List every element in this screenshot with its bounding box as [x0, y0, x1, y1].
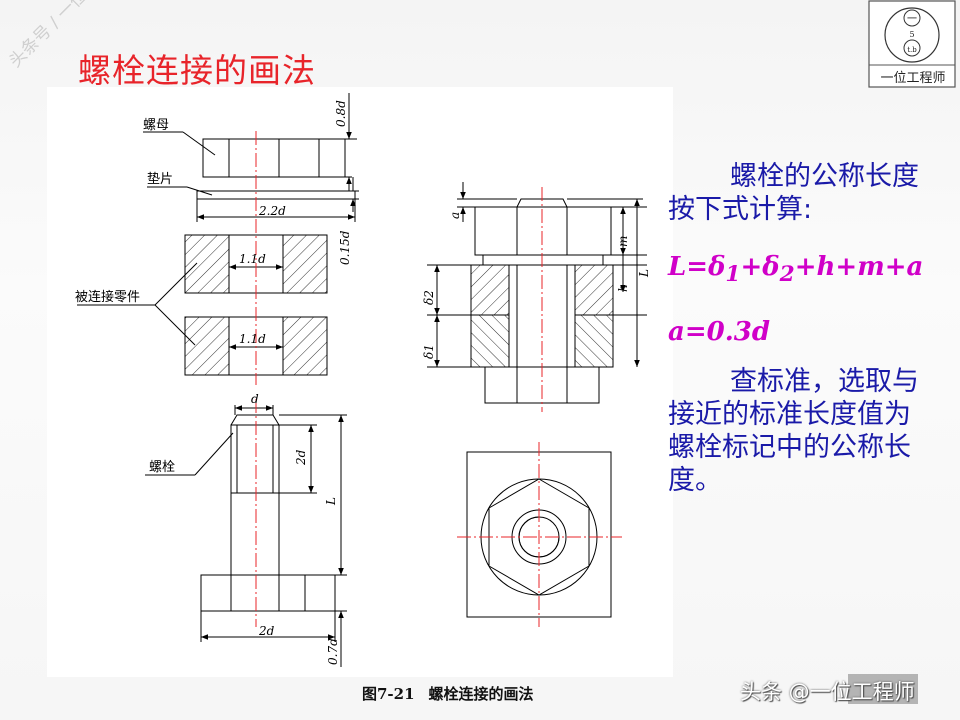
- explanation-panel: 螺栓的公称长度按下式计算: L=δ1+δ2+h+m+a a=0.3d 查标准，选…: [668, 160, 933, 497]
- page-title: 螺栓连接的画法: [78, 51, 316, 90]
- a-formula: a=0.3d: [668, 317, 771, 348]
- label-bolt: 螺栓: [149, 460, 175, 475]
- washer: [196, 190, 356, 200]
- logo-seal-mid: 5: [909, 30, 914, 39]
- figure-caption: 图7-21 螺栓连接的画法: [362, 683, 534, 704]
- label-washer: 垫片: [147, 171, 173, 187]
- caption-number: 图7-21: [362, 685, 415, 703]
- dim-2d-thread: 2d: [294, 449, 308, 466]
- dim-0-15d: 0.15d: [338, 230, 352, 265]
- logo-seal-top: 一: [907, 14, 917, 25]
- bolt-head: [200, 574, 336, 612]
- nut-body: [202, 138, 346, 178]
- dim-h: h: [616, 284, 630, 292]
- dim-2d-head: 2d: [258, 624, 275, 638]
- logo-seal: 一 5 t.b: [868, 0, 956, 88]
- dim-L: L: [324, 497, 338, 506]
- label-parts: 被连接零件: [75, 289, 140, 305]
- dim-0-7d: 0.7d: [326, 638, 340, 665]
- dim-0-8d: 0.8d: [334, 100, 348, 127]
- dim-1-1d-b: 1.1d: [239, 332, 266, 346]
- dim-d: d: [251, 392, 259, 406]
- logo-seal-bottom: t.b: [907, 46, 917, 54]
- length-formula: L=δ1+δ2+h+m+a: [668, 252, 924, 288]
- dim-delta2: δ2: [422, 290, 436, 305]
- watermark-box: [848, 674, 918, 704]
- dim-a: a: [448, 212, 462, 219]
- watermark-corner: 头条 @一位工程师: [740, 680, 915, 704]
- dim-L-assembly: L: [637, 269, 651, 278]
- dim-1-1d-a: 1.1d: [239, 252, 266, 266]
- dim-delta1: δ1: [422, 344, 436, 359]
- bolt-connection-drawing: 螺母 垫片 被连接零件 螺栓 0.8d 2.2d 0.15d 1.1d 1.1d…: [47, 87, 673, 677]
- formula-intro: 螺栓的公称长度按下式计算:: [668, 161, 919, 225]
- dim-2-2d: 2.2d: [258, 204, 286, 218]
- dim-m: m: [616, 236, 630, 247]
- standard-note: 查标准，选取与接近的标准长度值为螺栓标记中的公称长度。: [668, 366, 919, 497]
- logo-text: 一位工程师: [880, 71, 946, 86]
- label-nut: 螺母: [143, 118, 169, 133]
- caption-text: 螺栓连接的画法: [428, 685, 534, 703]
